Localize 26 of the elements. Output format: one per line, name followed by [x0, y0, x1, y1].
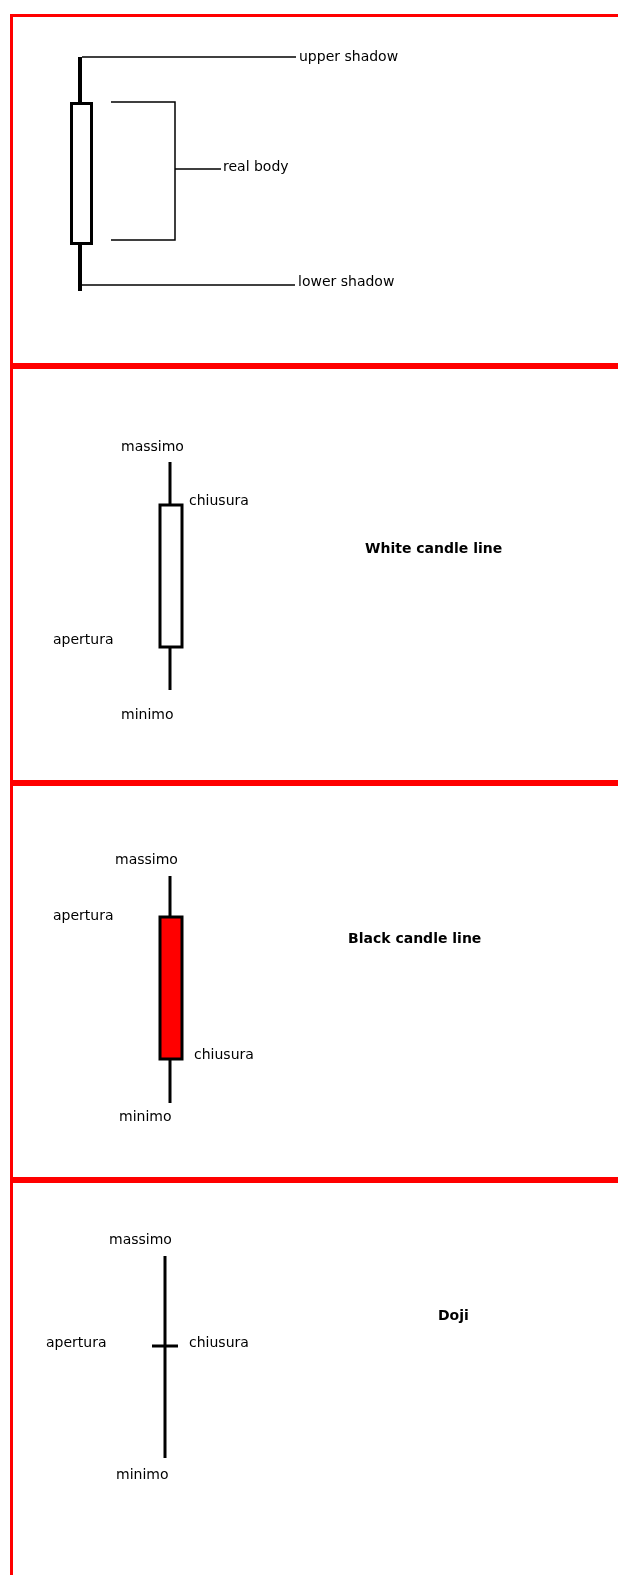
leader-line: [81, 56, 297, 58]
panel-heading: White candle line: [365, 539, 503, 557]
leader-line: [81, 284, 296, 286]
price-label: apertura: [46, 1333, 107, 1351]
part-name: real body: [223, 157, 289, 175]
price-label: chiusura: [189, 1333, 249, 1351]
price-label: minimo: [116, 1465, 169, 1483]
candle-panel: [10, 366, 618, 783]
price-label: massimo: [121, 437, 184, 455]
candle-panel: [10, 783, 618, 1180]
price-label: chiusura: [194, 1045, 254, 1063]
price-label: massimo: [115, 850, 178, 868]
panel-heading: Doji: [438, 1306, 469, 1324]
candle-body: [70, 102, 93, 245]
bracket-leader: [110, 101, 222, 241]
price-label: apertura: [53, 630, 114, 648]
part-name: lower shadow: [298, 272, 395, 290]
price-label: minimo: [119, 1107, 172, 1125]
panel-heading: Black candle line: [348, 929, 482, 947]
part-name: upper shadow: [299, 47, 399, 65]
price-label: massimo: [109, 1230, 172, 1248]
candle-panel: [10, 14, 618, 366]
price-label: apertura: [53, 906, 114, 924]
price-label: chiusura: [189, 491, 249, 509]
price-label: minimo: [121, 705, 174, 723]
candle-panel: [10, 1180, 618, 1575]
